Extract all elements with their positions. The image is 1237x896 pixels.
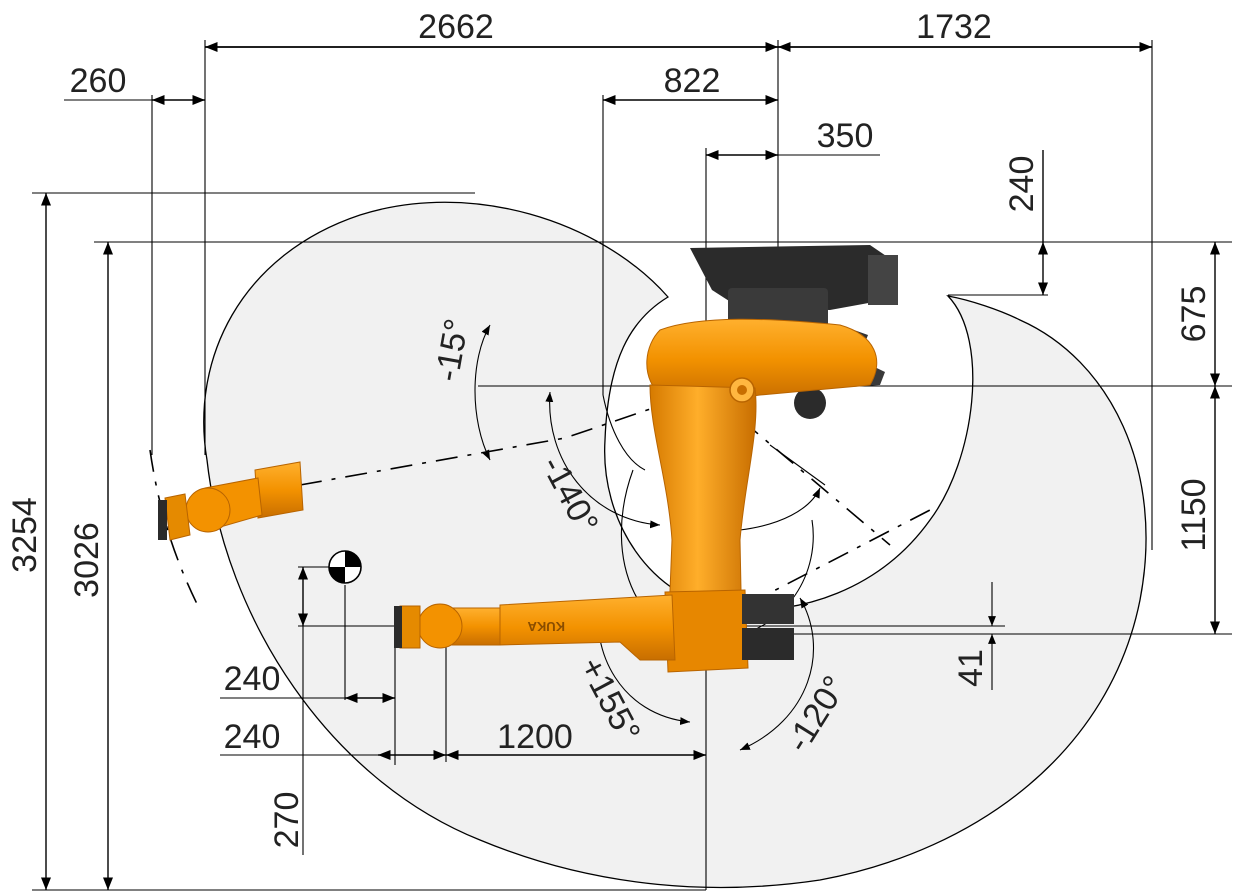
- dim-240-a: 240: [224, 660, 281, 698]
- dim-1732: 1732: [916, 8, 992, 46]
- dim-240-right: 240: [1003, 156, 1041, 213]
- dim-3026: 3026: [68, 522, 106, 598]
- center-of-gravity-icon: [328, 550, 362, 584]
- robot-arm-illustration: KUKA: [158, 245, 898, 673]
- dim-41: 41: [952, 649, 990, 687]
- envelope-inner-arc: [602, 394, 646, 471]
- robot-logo-text: KUKA: [527, 619, 565, 634]
- dim-240-b: 240: [224, 718, 281, 756]
- dim-822: 822: [664, 62, 721, 100]
- dim-675: 675: [1175, 286, 1213, 343]
- dim-1150: 1150: [1175, 478, 1213, 551]
- dim-3254: 3254: [6, 497, 44, 573]
- dim-260: 260: [70, 62, 127, 100]
- dim-270: 270: [268, 792, 306, 849]
- dim-2662: 2662: [418, 8, 494, 46]
- dim-350: 350: [817, 117, 874, 155]
- dim-1200: 1200: [497, 718, 573, 756]
